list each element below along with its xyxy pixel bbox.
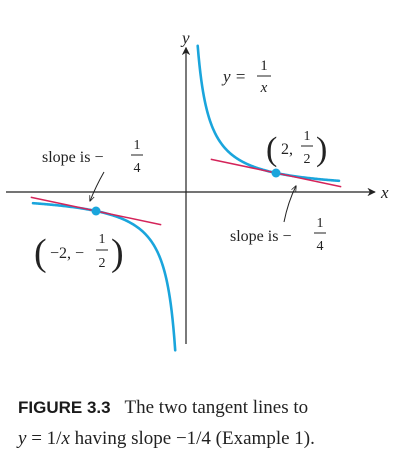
y-axis-label: y <box>180 29 190 48</box>
x-axis-label: x <box>380 183 389 202</box>
paren-close: ) <box>316 131 327 168</box>
caption-line-1: FIGURE 3.3 The two tangent lines to <box>18 392 408 423</box>
figure-caption: FIGURE 3.3 The two tangent lines to y = … <box>18 392 408 454</box>
point-label-right-den: 2 <box>304 152 311 167</box>
paren-open: ( <box>34 232 47 274</box>
slope-annotation-left: slope is − 1 4 <box>42 138 143 201</box>
caption-eq: = 1/ <box>26 428 62 449</box>
curve-label: y = 1 x <box>221 58 271 96</box>
curve-label-den: x <box>260 80 268 96</box>
slope-annotation-right-den: 4 <box>317 239 324 254</box>
curve-branch-left <box>31 201 177 352</box>
slope-annotation-right-num: 1 <box>317 216 324 231</box>
slope-annotation-left-arrow <box>90 171 105 201</box>
point-label-left: ( −2, − 1 2 ) <box>34 232 124 274</box>
point-label-right-num: 1 <box>304 129 311 144</box>
caption-x: x <box>61 428 70 449</box>
slope-annotation-left-num: 1 <box>134 138 141 153</box>
point-label-left-den: 2 <box>99 256 106 271</box>
point-label-left-num: 1 <box>99 232 106 247</box>
curve-label-num: 1 <box>260 58 268 74</box>
paren-close: ) <box>111 232 124 274</box>
caption-y: y <box>18 428 27 449</box>
point-label-right-x: 2, <box>281 141 293 158</box>
paren-open: ( <box>266 131 277 168</box>
figure-graph: x y y = 1 x ( 2, 1 2 ) ( −2, − 1 2 ) slo… <box>6 29 389 352</box>
slope-annotation-right-text: slope is − <box>230 228 291 245</box>
slope-annotation-left-den: 4 <box>134 161 141 176</box>
point-label-left-x: −2, − <box>50 245 84 262</box>
caption-line-2: y = 1/x having slope −1/4 (Example 1). <box>18 423 408 454</box>
point-label-right: ( 2, 1 2 ) <box>266 129 327 168</box>
slope-annotation-left-text: slope is − <box>42 149 103 166</box>
slope-annotation-right-arrow <box>283 186 296 223</box>
slope-annotation-right: slope is − 1 4 <box>230 186 326 254</box>
caption-line2-text: having slope −1/4 (Example 1). <box>69 428 315 449</box>
curve-label-lhs: y = <box>221 67 246 86</box>
tangent-point-left <box>91 206 101 216</box>
caption-label: FIGURE 3.3 <box>18 398 111 417</box>
caption-line1-text: The two tangent lines to <box>124 397 309 418</box>
tangent-point-right <box>271 168 281 178</box>
